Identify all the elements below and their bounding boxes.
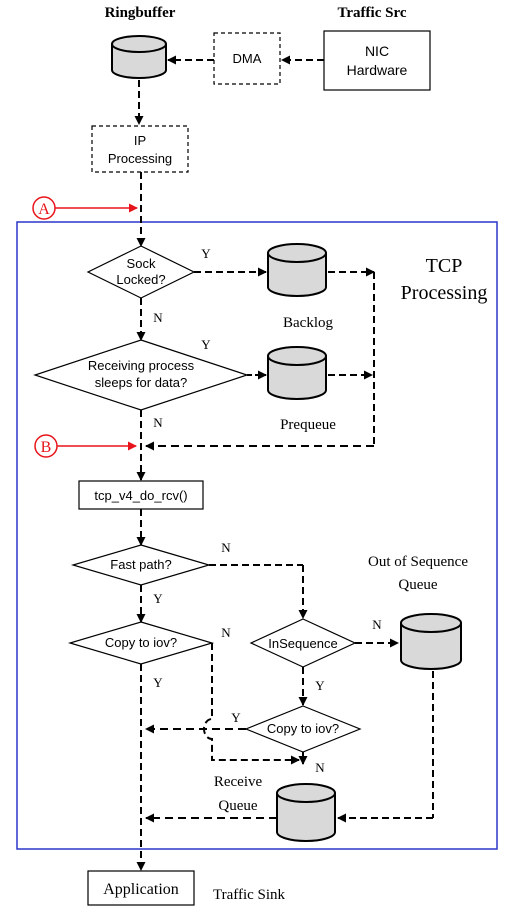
marker-b-label: B [41,439,52,456]
insequence-label: InSequence [268,636,337,651]
prequeue-cylinder-icon [267,346,327,400]
fast-path-yes-label: Y [153,591,163,606]
insequence-yes-label: Y [315,678,325,693]
recv-yes-label: Y [201,337,211,352]
application-box [87,870,195,906]
ooo-queue-label-line2: Queue [398,577,437,593]
sock-label-line2: Locked? [116,272,165,287]
nic-label-line2: Hardware [347,62,408,78]
tcp-v4-do-rcv-box [78,480,204,510]
fast-path-no-label: N [221,540,231,555]
receive-queue-cylinder-icon [276,783,336,842]
nic-hardware-box [323,30,431,91]
tcp-v4-do-rcv-label: tcp_v4_do_rcv() [94,488,187,503]
recv-no-label: N [153,415,163,430]
ringbuffer-title: Ringbuffer [105,5,176,21]
fast-path-label: Fast path? [110,557,171,572]
ip-label-line2: Processing [108,151,172,166]
prequeue-label: Prequeue [280,417,336,433]
tcp-title-line1: TCP [426,255,463,277]
dma-box [213,32,281,85]
traffic-sink-label: Traffic Sink [213,887,286,903]
ooo-queue-label-line1: Out of Sequence [368,554,468,570]
copy-iov2-yes-label: Y [231,710,241,725]
sock-no-label: N [153,310,163,325]
copy-iov-no-label: N [221,625,231,640]
tcp-processing-region [16,221,498,850]
receive-queue-label-line1: Receive [214,774,263,790]
copy-iov-label: Copy to iov? [105,635,177,650]
recv-label-line1: Receiving process [88,358,195,373]
backlog-cylinder-icon [267,243,327,297]
tcp-title-line2: Processing [401,282,488,304]
backlog-label: Backlog [283,315,333,331]
copy-iov2-label: Copy to iov? [267,721,339,736]
recv-label-line2: sleeps for data? [95,375,188,390]
nic-label-line1: NIC [365,43,389,59]
ringbuffer-cylinder-icon [111,35,167,79]
application-label: Application [103,881,179,898]
copy-iov-no-path [203,643,300,765]
out-of-sequence-cylinder-icon [400,613,462,670]
marker-a-label: A [38,201,50,218]
dma-label: DMA [233,51,262,66]
receive-queue-label-line2: Queue [218,798,257,814]
ip-label-line1: IP [134,133,146,148]
copy-iov-yes-label: Y [153,675,163,690]
sock-label-line1: Sock [127,256,156,271]
traffic-src-title: Traffic Src [337,5,406,21]
sock-yes-label: Y [201,246,211,261]
copy-iov2-no-label: N [315,760,325,775]
ip-processing-box [91,125,189,173]
insequence-no-label: N [372,617,382,632]
